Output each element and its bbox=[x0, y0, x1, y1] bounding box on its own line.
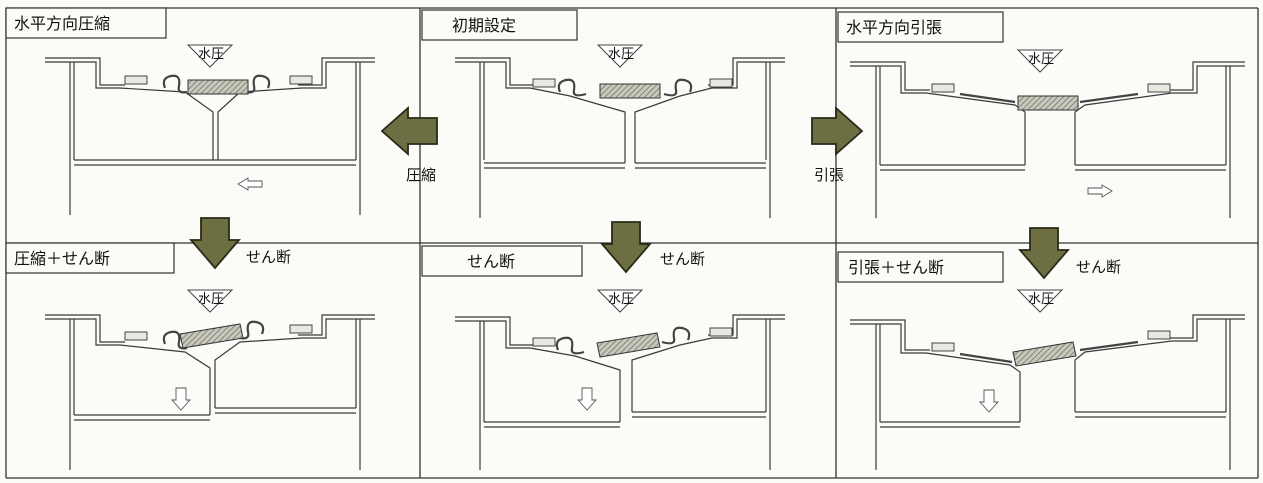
panel-title: せん断 bbox=[467, 252, 515, 271]
panel-title-box bbox=[837, 11, 1004, 43]
seal-block bbox=[187, 79, 249, 95]
water-pressure-arrow bbox=[596, 289, 644, 313]
bellows-right bbox=[1079, 340, 1139, 352]
shear-label-right: せん断 bbox=[1076, 258, 1121, 276]
bellows-right bbox=[661, 326, 691, 345]
water-pressure-label: 水圧 bbox=[198, 47, 224, 62]
shear-arrow-center bbox=[600, 221, 652, 274]
bolt-plate-left bbox=[124, 75, 148, 85]
bellows-right bbox=[1079, 92, 1139, 104]
compress-label: 圧縮 bbox=[406, 166, 436, 184]
water-pressure-arrow bbox=[186, 44, 234, 68]
structure-outline bbox=[45, 57, 375, 215]
panel-title-box bbox=[421, 245, 583, 277]
water-pressure-label: 水圧 bbox=[1028, 292, 1054, 307]
water-pressure-label: 水圧 bbox=[198, 292, 224, 307]
displacement-arrow-down bbox=[576, 387, 598, 411]
panel-title: 水平方向引張 bbox=[846, 18, 942, 37]
seal-block bbox=[596, 332, 661, 358]
seal-block bbox=[179, 323, 244, 349]
bolt-plate-left bbox=[124, 331, 148, 341]
displacement-arrow-left bbox=[237, 177, 263, 191]
bellows-right bbox=[239, 320, 265, 340]
panel-tension-shear: 引張＋せん断 水圧 bbox=[837, 251, 1245, 470]
bolt-plate-left bbox=[931, 83, 955, 93]
water-pressure-arrow bbox=[1016, 49, 1064, 73]
bellows-right bbox=[245, 74, 271, 94]
tension-arrow bbox=[811, 106, 864, 156]
bolt-plate-right bbox=[289, 75, 313, 85]
structure-outline bbox=[850, 314, 1245, 470]
bellows-left bbox=[959, 92, 1016, 104]
structure-outline bbox=[455, 57, 785, 218]
bellows-left bbox=[555, 336, 585, 355]
bellows-left bbox=[557, 78, 587, 97]
bolt-plate-right bbox=[709, 78, 733, 88]
water-pressure-label: 水圧 bbox=[1028, 52, 1054, 67]
panel-title: 初期設定 bbox=[452, 16, 516, 35]
panel-title-box bbox=[5, 242, 175, 274]
panel-title-box bbox=[837, 251, 1004, 283]
bolt-plate-right bbox=[1147, 330, 1171, 340]
panel-h-compress: 水平方向圧縮 水圧 bbox=[5, 7, 375, 215]
seal-block bbox=[599, 83, 661, 99]
seal-block bbox=[1017, 95, 1079, 111]
bellows-right bbox=[663, 78, 693, 97]
panel-title: 圧縮＋せん断 bbox=[14, 249, 110, 268]
bellows-left bbox=[162, 74, 188, 94]
bellows-left bbox=[162, 330, 188, 350]
bolt-plate-left bbox=[532, 78, 556, 88]
panel-title: 水平方向圧縮 bbox=[14, 14, 110, 33]
shear-label-center: せん断 bbox=[660, 250, 705, 268]
water-pressure-arrow bbox=[186, 289, 234, 313]
bolt-plate-right bbox=[289, 324, 313, 334]
shear-arrow-right bbox=[1018, 227, 1070, 280]
structure-outline bbox=[45, 314, 375, 470]
panel-title: 引張＋せん断 bbox=[848, 258, 944, 277]
panel-compress-shear: 圧縮＋せん断 水圧 bbox=[5, 242, 375, 470]
panel-shear: せん断 水圧 bbox=[421, 245, 785, 470]
water-pressure-label: 水圧 bbox=[608, 47, 634, 62]
shear-label-left: せん断 bbox=[246, 248, 291, 266]
displacement-arrow-right bbox=[1087, 184, 1113, 198]
water-pressure-label: 水圧 bbox=[608, 292, 634, 307]
bolt-plate-right bbox=[709, 327, 733, 337]
water-pressure-arrow bbox=[1016, 289, 1064, 313]
displacement-arrow-down bbox=[170, 387, 192, 411]
panel-title-box bbox=[421, 9, 578, 41]
bolt-plate-left bbox=[532, 337, 556, 347]
tension-label: 引張 bbox=[814, 166, 844, 184]
bellows-left bbox=[959, 352, 1013, 364]
structure-outline bbox=[850, 61, 1245, 218]
displacement-arrow-down bbox=[978, 389, 1000, 413]
panel-title-box bbox=[5, 7, 167, 39]
shear-arrow-left bbox=[189, 217, 241, 270]
panel-h-tension: 水平方向引張 水圧 bbox=[837, 11, 1245, 218]
bolt-plate-right bbox=[1147, 83, 1171, 93]
panel-initial: 初期設定 水圧 bbox=[421, 9, 785, 218]
structure-outline bbox=[455, 314, 785, 470]
compress-arrow bbox=[380, 106, 438, 156]
water-pressure-arrow bbox=[596, 44, 644, 68]
seal-block bbox=[1012, 341, 1077, 367]
bolt-plate-left bbox=[931, 342, 955, 352]
